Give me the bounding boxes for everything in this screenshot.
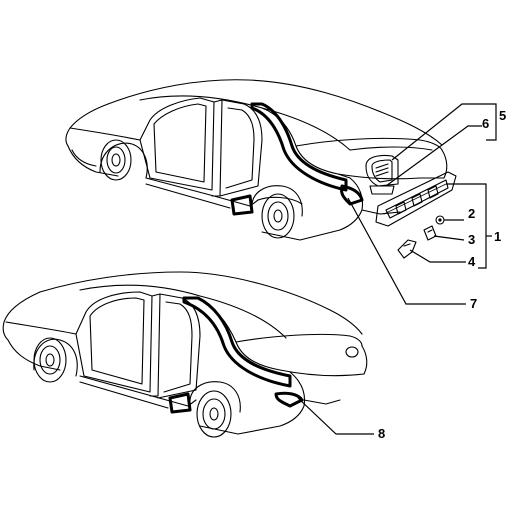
nut-part	[435, 215, 445, 225]
callout-1: 1	[494, 229, 501, 244]
tail-light-reflector	[369, 185, 395, 195]
leader-lines	[297, 103, 497, 435]
tail-light-housing	[375, 171, 457, 227]
lower-car-rear-trim	[168, 296, 304, 414]
callout-labels: 1 2 3 4 5 6 7 8	[378, 108, 506, 441]
tail-light-lens	[365, 154, 399, 187]
upper-car-rear-trim	[230, 102, 364, 216]
callout-5: 5	[499, 108, 506, 123]
lower-car-outline	[2, 271, 368, 438]
callout-4: 4	[468, 254, 476, 269]
clip-part	[423, 225, 437, 241]
bracket-part	[397, 239, 417, 259]
callout-3: 3	[468, 232, 475, 247]
callout-8: 8	[378, 426, 385, 441]
callout-7: 7	[470, 296, 477, 311]
callout-6: 6	[482, 116, 489, 131]
callout-2: 2	[468, 206, 475, 221]
